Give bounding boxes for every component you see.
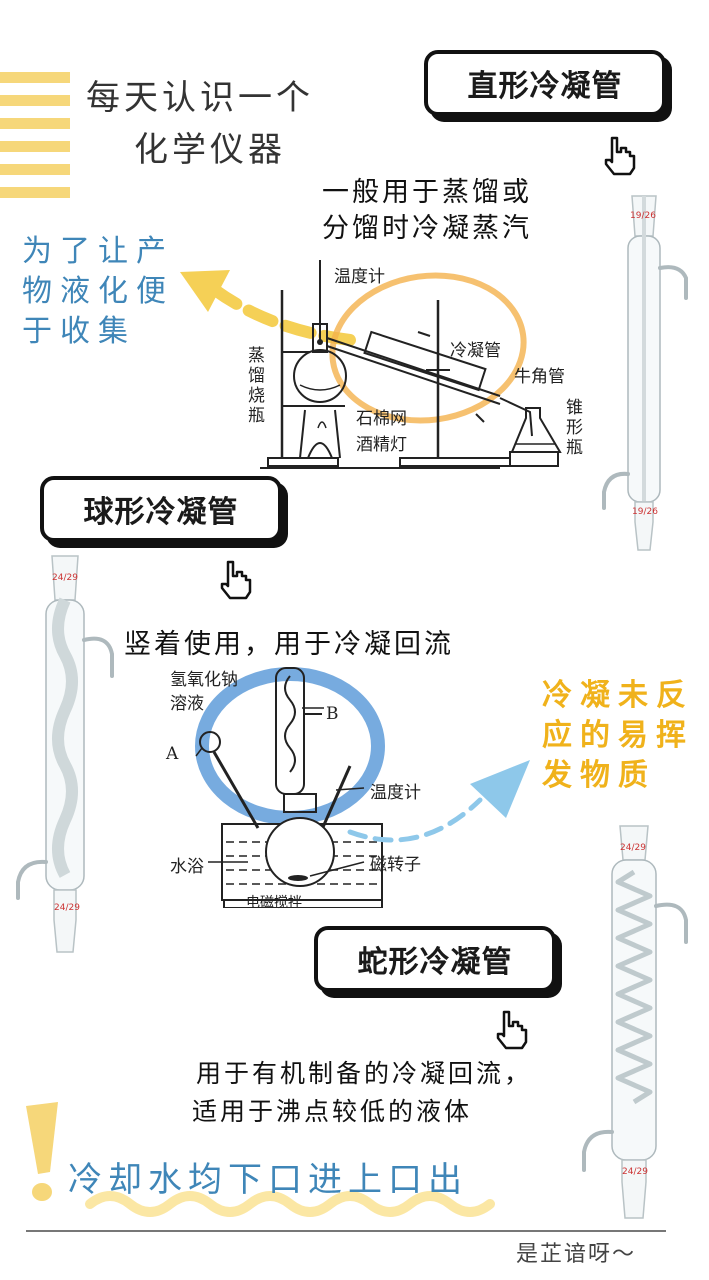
diagram1-thermometer-label: 温度计	[334, 267, 385, 287]
svg-text:24/29: 24/29	[54, 903, 80, 913]
straight-condenser-description-line1: 一般用于蒸馏或	[322, 177, 532, 208]
svg-text:19/26: 19/26	[632, 507, 658, 517]
bulb-condenser-description: 竖着使用，用于冷凝回流	[124, 629, 454, 660]
pointer-hand-icon	[220, 560, 252, 600]
svg-text:19/26: 19/26	[630, 211, 656, 221]
footer-divider	[26, 1230, 666, 1232]
header-title-line2: 化学仪器	[134, 130, 286, 170]
diagram2-naoh-label: 氢氧化钠 溶液	[170, 670, 238, 714]
straight-condenser-image: 19/26 19/26	[602, 195, 688, 551]
reflux-apparatus-diagram	[195, 667, 385, 908]
diagram2-stirrer-label: 电磁搅拌	[246, 895, 302, 911]
bulb-condenser-title: 球形冷凝管	[40, 476, 282, 542]
coil-condenser-image: 24/29 24/29	[582, 825, 688, 1219]
bulb-condenser-note: 冷凝未反 应的易挥 发物质	[542, 678, 694, 793]
diagram1-condenser-label: 冷凝管	[450, 341, 501, 361]
pointer-hand-icon	[604, 136, 636, 176]
coil-condenser-description-line1: 用于有机制备的冷凝回流，	[196, 1059, 533, 1088]
diagram2-a-label: A	[166, 744, 179, 764]
straight-condenser-description-line2: 分馏时冷凝蒸汽	[322, 213, 532, 244]
distillation-apparatus-diagram	[260, 260, 562, 469]
diagram1-flask-label: 蒸 馏 烧 瓶	[248, 346, 265, 426]
diagram2-b-label: B	[326, 704, 339, 724]
diagram2-thermometer-label: 温度计	[370, 783, 421, 803]
coil-condenser-description-line2: 适用于沸点较低的液体	[192, 1097, 473, 1126]
diagram2-stir-bar-label: 磁转子	[370, 855, 421, 875]
cooling-water-tip: 冷却水均下口进上口出	[68, 1160, 468, 1200]
svg-text:24/29: 24/29	[620, 843, 646, 853]
straight-condenser-title: 直形冷凝管	[424, 50, 666, 116]
bulb-condenser-image: 24/29 24/29	[16, 555, 114, 953]
diagram1-gauze-label: 石棉网	[356, 409, 407, 429]
pointer-hand-icon	[496, 1010, 528, 1050]
header-title-line1: 每天认识一个	[86, 78, 314, 118]
coil-condenser-title: 蛇形冷凝管	[314, 926, 556, 992]
diagram1-conical-flask-label: 锥 形 瓶	[566, 398, 583, 458]
exclamation-icon	[26, 1102, 58, 1201]
svg-text:24/29: 24/29	[622, 1167, 648, 1177]
straight-condenser-note: 为了让产 物液化便 于收集	[22, 234, 174, 349]
yellow-stripes	[0, 72, 70, 210]
diagram1-adapter-label: 牛角管	[514, 367, 565, 387]
svg-text:24/29: 24/29	[52, 573, 78, 583]
signature: 是芷谙呀～	[516, 1242, 637, 1267]
diagram1-lamp-label: 酒精灯	[356, 435, 407, 455]
blue-dashed-arrow	[347, 760, 530, 843]
wavy-underline	[85, 1191, 495, 1217]
diagram2-water-bath-label: 水浴	[170, 857, 204, 877]
